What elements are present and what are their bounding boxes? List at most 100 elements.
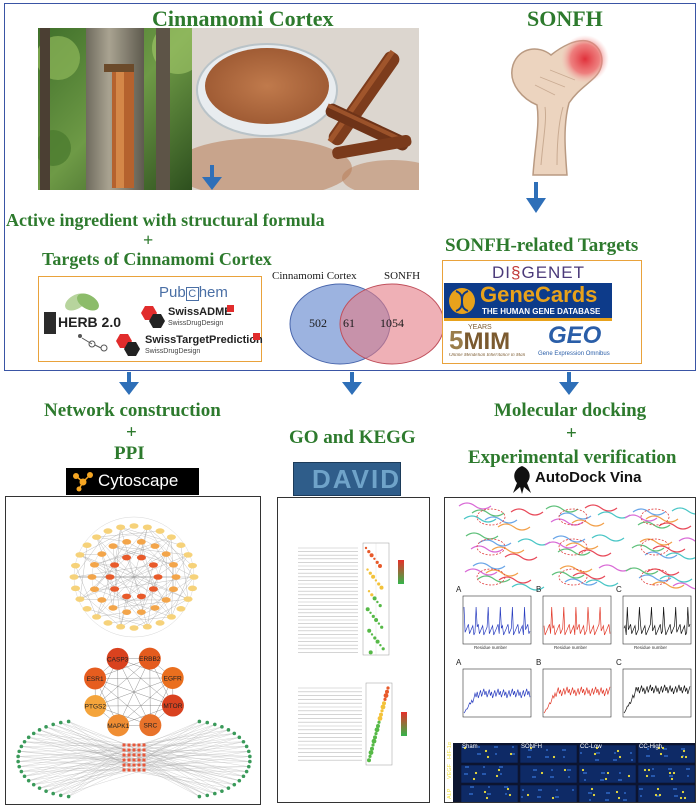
- md-plot-frame: [462, 595, 532, 645]
- title-sonfh-targets: SONFH-related Targets: [445, 235, 639, 256]
- bip-target: [127, 753, 131, 757]
- bip-target: [132, 743, 136, 747]
- arrow-down-sonfh: [526, 182, 546, 213]
- go-dot: [370, 593, 374, 597]
- bip-node: [26, 778, 31, 783]
- bip-node: [248, 759, 252, 764]
- tree-bark-photo: [38, 28, 192, 190]
- bip-node: [31, 782, 36, 787]
- docking-site: [640, 538, 670, 556]
- go-dot: [372, 596, 377, 601]
- omim-logo: 5MIM: [449, 325, 510, 356]
- bip-target: [132, 758, 136, 762]
- swissdrugdesign-label-1: SwissDrugDesign: [168, 320, 224, 327]
- docking-site: [558, 568, 588, 586]
- md-trace: [543, 686, 611, 714]
- bip-node: [232, 782, 237, 787]
- go-dot: [368, 571, 372, 575]
- kegg-dot: [373, 735, 377, 740]
- ppi-node: [108, 543, 118, 549]
- go-dot: [367, 590, 371, 593]
- ppi-node: [122, 554, 132, 561]
- md-plot-frame: [542, 595, 612, 645]
- ppi-node: [168, 586, 178, 593]
- md-plot-frame: [542, 668, 612, 718]
- go-dot: [369, 611, 372, 614]
- go-dot: [367, 550, 371, 554]
- pubchem-c-icon: C: [185, 287, 199, 301]
- hub-node: [107, 714, 130, 737]
- ppi-node: [183, 552, 193, 558]
- hub-node-label: MTOR: [163, 703, 182, 710]
- kegg-dot: [386, 686, 390, 690]
- kegg-dot: [379, 712, 383, 717]
- ppi-node: [116, 623, 126, 630]
- bip-target: [142, 758, 146, 762]
- bip-node: [37, 728, 42, 732]
- ppi-node: [189, 574, 199, 580]
- ppi-node: [136, 539, 146, 545]
- geo-logo: GEO: [548, 322, 602, 349]
- autodock-label: AutoDock Vina: [535, 469, 642, 486]
- ppi-node: [148, 586, 158, 592]
- md-trace: [623, 606, 691, 636]
- bip-node: [16, 754, 20, 759]
- md-xlabel: Residue number: [634, 645, 668, 650]
- bip-node: [197, 719, 202, 724]
- go-kegg-panel: [277, 497, 430, 803]
- go-dot: [364, 546, 368, 550]
- md-xlabel: Residue number: [554, 645, 588, 650]
- title-network: Network construction: [44, 400, 221, 421]
- disgenet-text-b: GENET: [521, 263, 586, 282]
- docking-site: [640, 508, 670, 526]
- ihc-cell: [519, 764, 578, 784]
- bip-target: [142, 743, 146, 747]
- title-targets-cc: Targets of Cinnamomi Cortex: [42, 249, 272, 269]
- bip-target: [132, 753, 136, 757]
- md-plot-frame: [462, 668, 532, 718]
- hub-node-label: PTGS2: [85, 704, 107, 711]
- ppi-node: [155, 620, 165, 626]
- kegg-dot: [383, 697, 387, 701]
- ppi-node: [69, 574, 79, 580]
- bip-target: [122, 743, 126, 747]
- bip-target: [132, 748, 136, 752]
- swisstarget-label: SwissTargetPrediction: [145, 334, 263, 346]
- go-dot: [379, 644, 382, 647]
- venn-left-label: Cinnamomi Cortex: [272, 270, 357, 282]
- go-dot: [366, 568, 369, 571]
- bip-target: [137, 758, 141, 762]
- pubchem-text-a: Pub: [159, 284, 186, 301]
- bip-target: [142, 748, 146, 752]
- ppi-node: [136, 593, 146, 600]
- kegg-dot: [385, 689, 389, 694]
- title-sonfh: SONFH: [527, 6, 603, 31]
- md-trace: [463, 606, 531, 636]
- ppi-node: [110, 586, 120, 592]
- ppi-node: [187, 585, 197, 592]
- hub-node: [84, 667, 107, 690]
- venn-left-count: 502: [309, 316, 327, 330]
- ppi-node: [136, 554, 146, 561]
- go-dot: [376, 600, 379, 604]
- kegg-dot: [380, 709, 384, 713]
- kegg-dot: [377, 716, 383, 721]
- bip-node: [26, 735, 31, 740]
- bip-node: [58, 793, 63, 798]
- title-cinnamomi-cortex: Cinnamomi Cortex: [152, 6, 334, 31]
- ppi-node: [166, 614, 176, 620]
- cytoscape-network-icon: [73, 472, 93, 492]
- go-dot: [373, 636, 377, 640]
- kegg-dot: [374, 727, 380, 733]
- ppi-node: [105, 574, 115, 580]
- bip-target: [132, 768, 136, 772]
- bip-node: [58, 720, 63, 725]
- go-dot: [377, 582, 381, 586]
- bip-target: [122, 768, 126, 772]
- cinnamon-powder-photo: [192, 28, 419, 190]
- bip-node: [19, 769, 24, 774]
- hub-node: [84, 695, 107, 718]
- ihc-cell: [637, 784, 695, 802]
- go-dot: [375, 560, 379, 564]
